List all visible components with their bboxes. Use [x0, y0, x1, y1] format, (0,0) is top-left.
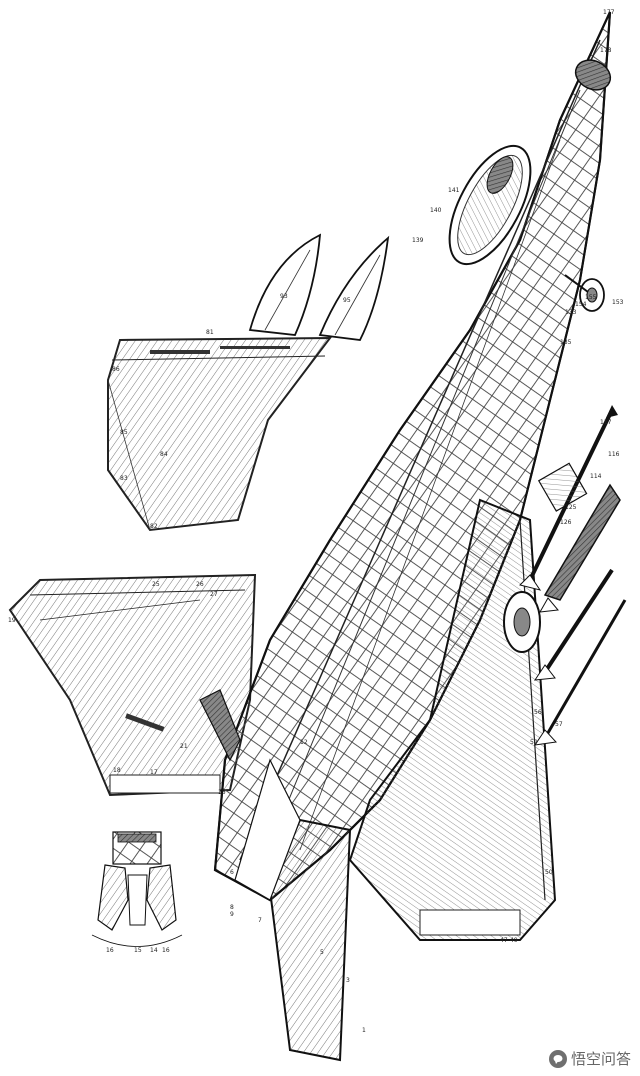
- callout-label: 9: [230, 911, 234, 918]
- callout-label: 154: [575, 301, 587, 308]
- callout-label: 81: [206, 329, 214, 336]
- callout-label: 95: [343, 297, 351, 304]
- callout-label: 82: [150, 523, 158, 530]
- callout-label: 133: [565, 309, 577, 316]
- callout-label: 140: [430, 207, 442, 214]
- callout-label: 18: [113, 767, 121, 774]
- callout-label: 93: [280, 293, 288, 300]
- callout-label: 86: [112, 366, 120, 373]
- callout-label: 15: [218, 789, 226, 796]
- callout-label: 27: [210, 591, 218, 598]
- callout-label: 177: [603, 9, 615, 16]
- callout-label: 139: [412, 237, 424, 244]
- callout-label: 49: [510, 937, 518, 944]
- callout-label: 178: [600, 47, 612, 54]
- callout-label: 12: [300, 739, 308, 746]
- callout-label: 59: [530, 739, 538, 746]
- callout-label: 8: [230, 904, 234, 911]
- nose-landing-gear: [564, 274, 605, 312]
- callout-label: 19: [8, 617, 16, 624]
- callout-label: 117: [600, 419, 612, 426]
- callout-label: 1: [362, 1027, 366, 1034]
- callout-label: 56: [534, 709, 542, 716]
- watermark: 悟空问答: [545, 1047, 634, 1070]
- callout-label: 57: [555, 721, 563, 728]
- callout-label: 16: [106, 947, 114, 954]
- left-wing: [107, 336, 333, 532]
- callout-label: 26: [196, 581, 204, 588]
- callout-label: 15: [134, 947, 142, 954]
- chat-bubble-icon: [548, 1049, 567, 1068]
- callout-label: 83: [120, 475, 128, 482]
- callout-label: 47: [500, 937, 508, 944]
- callout-label: 116: [608, 451, 620, 458]
- left-tailplane: [8, 573, 257, 797]
- callout-label: 153: [612, 299, 624, 306]
- callout-label: 126: [560, 519, 572, 526]
- callout-label: 85: [120, 429, 128, 436]
- callout-label: 3: [346, 977, 350, 984]
- callout-label: 25: [152, 581, 160, 588]
- callout-label: 5: [320, 949, 324, 956]
- callout-label: 21: [180, 743, 188, 750]
- callout-label: 6: [230, 869, 234, 876]
- callout-label: 50: [545, 869, 553, 876]
- radar-dish: [574, 59, 612, 91]
- callout-label: 141: [448, 187, 460, 194]
- callout-label: 14: [150, 947, 158, 954]
- callout-label: 135: [560, 339, 572, 346]
- watermark-text: 悟空问答: [570, 1050, 631, 1068]
- weapons-stores: [519, 405, 627, 746]
- callout-label: 16: [162, 947, 170, 954]
- callout-label: 155: [585, 294, 597, 301]
- external-fuel-tanks: [248, 233, 390, 341]
- right-wing: [348, 498, 557, 941]
- callout-label: 125: [565, 504, 577, 511]
- callout-label: 7: [258, 917, 262, 924]
- main-landing-gear: [503, 591, 541, 653]
- callout-label: 114: [590, 473, 602, 480]
- callout-label: 17: [150, 769, 158, 776]
- cockpit-canopy: [448, 144, 532, 266]
- engine-nozzle-inset: [91, 831, 183, 947]
- vertical-tails: [199, 689, 352, 1062]
- callout-label: 84: [160, 451, 168, 458]
